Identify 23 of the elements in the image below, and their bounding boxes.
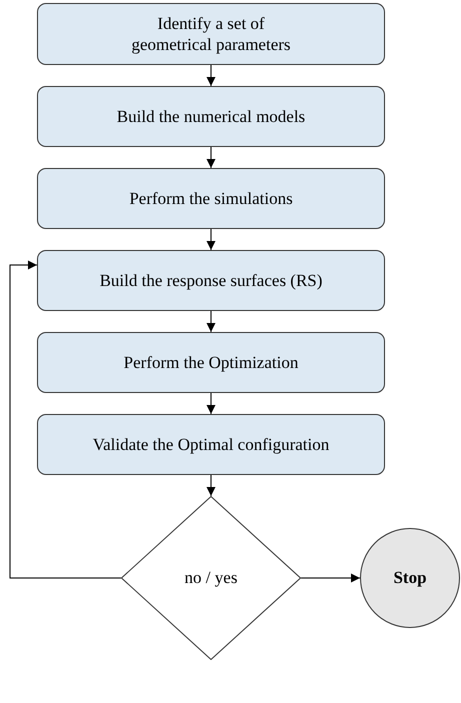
box-label: Perform the simulations [129,188,293,210]
arrow [206,146,216,168]
box-label: Validate the Optimal configuration [92,434,330,456]
process-box [37,86,385,147]
box-label: Build the response surfaces (RS) [100,270,322,292]
process-box [37,168,385,229]
arrow [206,64,216,86]
decision-diamond [121,496,301,660]
box-label: Build the numerical models [116,106,306,128]
process-box [37,250,385,311]
box-label: Stop [393,567,427,589]
arrow [206,228,216,250]
process-box [37,332,385,393]
arrow [206,310,216,332]
box-label: Identify a set of geometrical parameters [130,12,292,56]
process-box [37,414,385,475]
arrow [206,474,216,496]
arrow [300,574,360,582]
arrow [206,392,216,414]
arrow [10,260,122,578]
box-label: no / yes [184,567,238,589]
box-label: Perform the Optimization [124,352,298,374]
process-box [37,3,385,65]
